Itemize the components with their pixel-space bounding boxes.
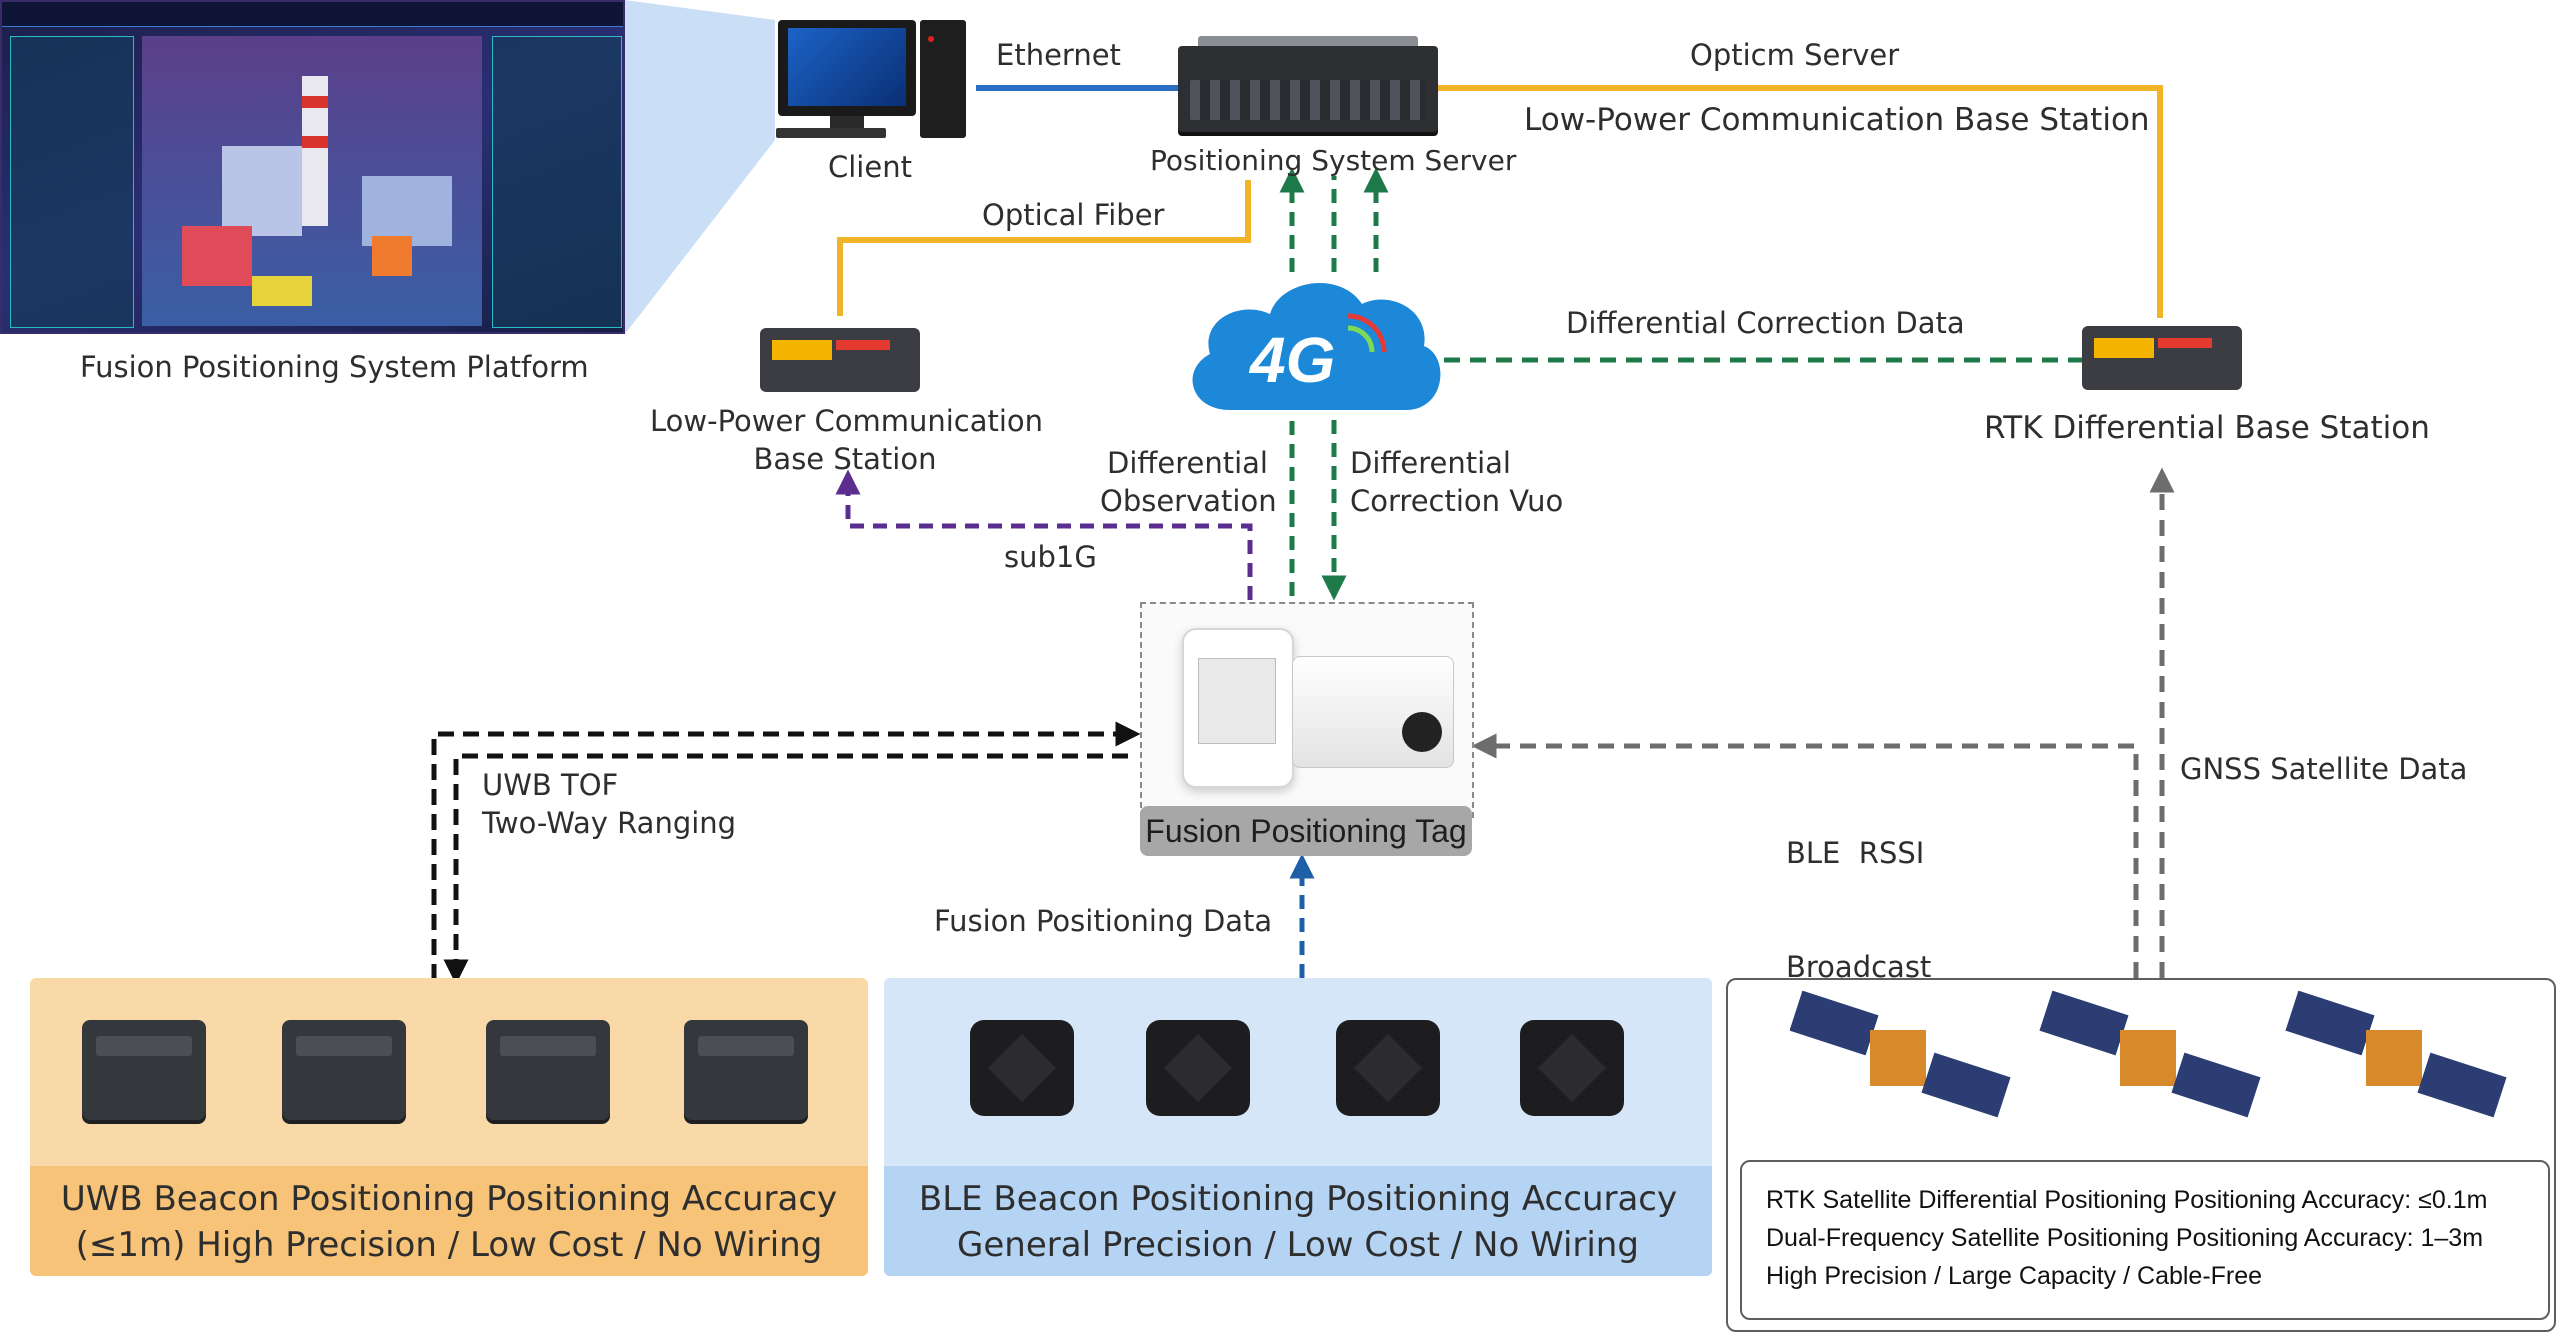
uwb-line-in xyxy=(443,753,1128,985)
uwb-caption-line-1: UWB Beacon Positioning Positioning Accur… xyxy=(60,1179,838,1219)
low-power-left-station-icon xyxy=(760,328,920,392)
rtk-yellow-panel xyxy=(2094,338,2154,358)
screenshot-projection-beam xyxy=(625,0,775,334)
satellite-icon xyxy=(2285,990,2507,1118)
uwb-panel-caption: UWB Beacon Positioning Positioning Accur… xyxy=(30,1166,868,1276)
gnss-panel-caption: RTK Satellite Differential Positioning P… xyxy=(1740,1160,2550,1320)
diff-observation-line-2: Observation xyxy=(1100,484,1277,518)
low-power-left-line-2: Base Station xyxy=(753,442,937,476)
low-power-left-line-1: Low-Power Communication xyxy=(650,404,1044,438)
uwb-tof-label: UWB TOF Two-Way Ranging xyxy=(482,766,736,842)
client-screen xyxy=(788,28,906,106)
ble-caption-line-2: General Precision / Low Cost / No Wiring xyxy=(957,1225,1639,1265)
client-tower-led xyxy=(928,36,934,42)
server-label: Positioning System Server xyxy=(1150,144,1517,177)
gnss-caption-line-2: Dual-Frequency Satellite Positioning Pos… xyxy=(1766,1224,2484,1252)
low-power-left-label: Low-Power Communication Base Station xyxy=(650,402,1044,478)
dashboard-right-panel xyxy=(492,36,622,328)
platform-caption: Fusion Positioning System Platform xyxy=(80,350,589,384)
sub1g-label: sub1G xyxy=(1004,540,1097,574)
ble-beacon-icon xyxy=(1336,1020,1440,1116)
rtk-red-indicator xyxy=(2158,338,2212,348)
client-tower-icon xyxy=(920,20,966,138)
gnss-satellite-data-label: GNSS Satellite Data xyxy=(2180,752,2468,786)
satellite-icon xyxy=(1790,990,2011,1118)
optic-server-line xyxy=(1438,85,2163,318)
client-label: Client xyxy=(828,150,912,184)
fusion-tag-label: Fusion Positioning Tag xyxy=(1140,806,1472,856)
optical-fiber-line xyxy=(837,180,1251,316)
fusion-positioning-data-label: Fusion Positioning Data xyxy=(934,904,1273,938)
tag-device-screen xyxy=(1198,658,1276,744)
ble-caption-line-1: BLE Beacon Positioning Positioning Accur… xyxy=(918,1179,1678,1219)
gnss-caption-line-1: RTK Satellite Differential Positioning P… xyxy=(1766,1186,2488,1214)
uwb-beacon-icon xyxy=(684,1020,808,1120)
ble-beacon-icon xyxy=(970,1020,1074,1116)
optic-server-label: Opticm Server xyxy=(1690,38,1900,72)
server-grill xyxy=(1190,80,1426,120)
platform-screenshot xyxy=(0,0,625,334)
diff-correction-vuo-line-1: Differential xyxy=(1350,446,1511,480)
diff-observation-line-1: Differential xyxy=(1107,446,1268,480)
diff-observation-label: Differential Observation xyxy=(1100,444,1277,520)
rtk-station-label: RTK Differential Base Station xyxy=(1984,410,2430,446)
dashboard-topbar xyxy=(2,2,623,27)
diff-correction-data-label: Differential Correction Data xyxy=(1566,306,1965,340)
ethernet-label: Ethernet xyxy=(996,38,1121,72)
dashboard-3d-view xyxy=(142,36,482,326)
ble-rssi-line-1: BLE RSSI xyxy=(1786,836,1925,870)
client-stand xyxy=(830,116,864,130)
uwb-caption-line-2: (≤1m) High Precision / Low Cost / No Wir… xyxy=(75,1225,823,1265)
badge-4g: 4G xyxy=(1248,324,1335,396)
tag-box-icon xyxy=(1292,656,1454,768)
gnss-caption-line-3: High Precision / Large Capacity / Cable-… xyxy=(1766,1262,2263,1290)
client-keyboard xyxy=(776,128,886,138)
dashboard-left-panel xyxy=(10,36,134,328)
optical-fiber-label: Optical Fiber xyxy=(982,198,1165,232)
ble-beacon-icon xyxy=(1146,1020,1250,1116)
uwb-beacon-icon xyxy=(486,1020,610,1120)
station-red-indicator xyxy=(836,340,890,350)
diff-correction-vuo-label: Differential Correction Vuo xyxy=(1350,444,1563,520)
station-yellow-panel xyxy=(772,340,832,360)
tag-box-connector xyxy=(1402,712,1442,752)
uwb-tof-line-2: Two-Way Ranging xyxy=(482,806,737,840)
low-power-top-label: Low-Power Communication Base Station xyxy=(1524,102,2150,138)
sub1g-line xyxy=(835,469,1253,600)
uwb-tof-line-1: UWB TOF xyxy=(482,768,619,802)
uwb-beacon-icon xyxy=(82,1020,206,1120)
uwb-line-out xyxy=(431,721,1141,980)
ble-panel-caption: BLE Beacon Positioning Positioning Accur… xyxy=(884,1166,1712,1276)
rtk-station-icon xyxy=(2082,326,2242,390)
satellite-icons xyxy=(1790,990,2507,1118)
cloud-4g-icon: 4G xyxy=(1192,282,1441,410)
diff-correction-vuo-line-2: Correction Vuo xyxy=(1350,484,1564,518)
satellite-icon xyxy=(2039,990,2261,1118)
uwb-beacon-icon xyxy=(282,1020,406,1120)
ble-beacon-icon xyxy=(1520,1020,1624,1116)
